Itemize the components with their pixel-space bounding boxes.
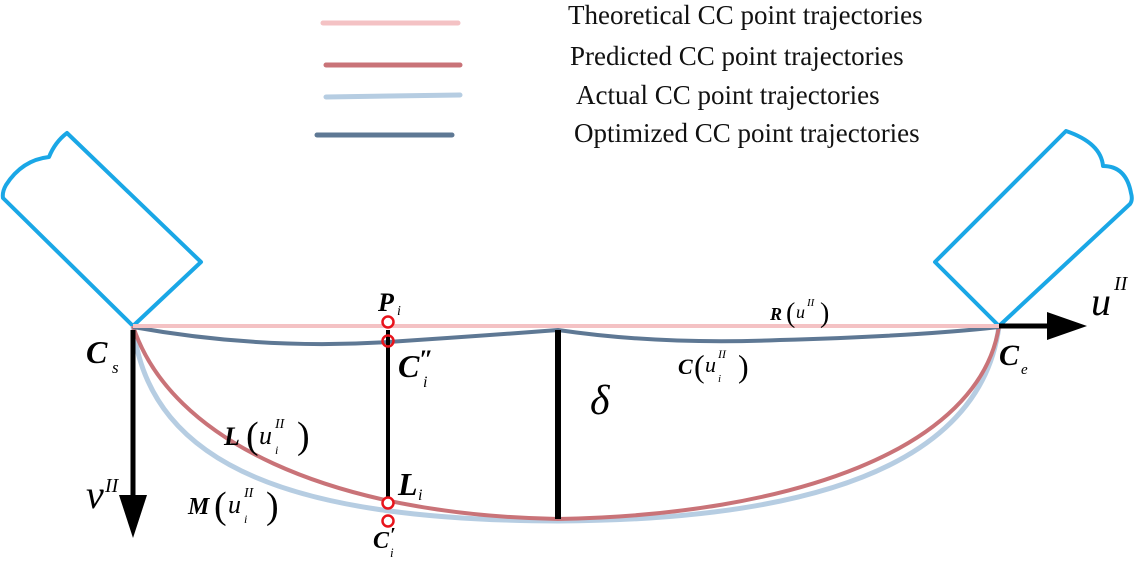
svg-text:u: u	[705, 352, 716, 377]
svg-text:(: (	[694, 348, 705, 384]
svg-text:R: R	[769, 304, 782, 324]
svg-text:C: C	[86, 334, 108, 370]
label-li: L i	[397, 466, 422, 504]
u-axis-arrowhead-icon	[1047, 312, 1087, 340]
svg-text:v: v	[86, 472, 104, 517]
v-axis-arrowhead-icon	[119, 495, 147, 538]
svg-text:C: C	[999, 339, 1020, 372]
label-cs: C s	[86, 334, 119, 377]
legend-label-predicted: Predicted CC point trajectories	[570, 41, 904, 71]
svg-text:′: ′	[390, 524, 396, 546]
tool-left-icon	[0, 131, 203, 328]
svg-text:II: II	[274, 417, 286, 432]
svg-text:II: II	[806, 297, 816, 309]
svg-text:(: (	[214, 485, 227, 527]
label-c-function: C ( u II i )	[678, 347, 749, 385]
tool-right-icon	[933, 129, 1134, 328]
svg-text:): )	[820, 298, 829, 329]
marker-ci-prime	[381, 514, 395, 528]
svg-text:i: i	[397, 304, 401, 319]
legend-label-optimized: Optimized CC point trajectories	[574, 118, 920, 148]
legend-swatch-actual	[323, 92, 463, 100]
svg-text:II: II	[243, 486, 255, 501]
legend-item-predicted: Predicted CC point trajectories	[323, 41, 904, 71]
svg-text:i: i	[390, 545, 394, 560]
legend-label-actual: Actual CC point trajectories	[576, 80, 880, 110]
label-r-function: R ( u II )	[769, 297, 829, 329]
marker-ci-double-prime	[381, 334, 395, 348]
svg-text:s: s	[112, 358, 119, 377]
svg-text:″: ″	[419, 345, 433, 374]
label-delta: δ	[590, 378, 611, 424]
legend-item-theoretical: Theoretical CC point trajectories	[320, 0, 923, 30]
label-ci-double-prime: C ″ i	[398, 345, 433, 391]
svg-text:): )	[297, 415, 310, 457]
svg-text:M: M	[187, 494, 211, 520]
label-v-axis: v II	[86, 472, 120, 517]
label-pi: P i	[377, 288, 401, 319]
svg-text:i: i	[418, 487, 422, 504]
label-m-function: M ( u II i )	[187, 485, 279, 527]
marker-pi	[381, 315, 395, 329]
v-axis	[119, 330, 147, 538]
legend-item-optimized: Optimized CC point trajectories	[314, 118, 920, 148]
label-u-axis: u II	[1091, 273, 1129, 324]
svg-text:C: C	[678, 354, 693, 379]
svg-text:e: e	[1021, 362, 1028, 378]
optimized-trajectory	[132, 325, 1000, 347]
legend-item-actual: Actual CC point trajectories	[323, 80, 880, 110]
svg-text:P: P	[377, 288, 395, 317]
svg-text:u: u	[796, 302, 805, 322]
label-ci-prime: C ′ i	[373, 524, 396, 560]
svg-text:): )	[738, 348, 749, 384]
svg-text:): )	[266, 485, 279, 527]
legend: Theoretical CC point trajectories Predic…	[314, 0, 923, 148]
svg-text:C: C	[398, 348, 420, 384]
svg-text:(: (	[786, 298, 795, 329]
svg-text:i: i	[244, 512, 247, 526]
svg-text:u: u	[1091, 279, 1111, 324]
u-axis	[999, 312, 1087, 340]
label-ce: C e	[999, 339, 1028, 378]
svg-text:i: i	[275, 443, 278, 457]
svg-text:L: L	[223, 422, 240, 451]
svg-text:u: u	[259, 421, 272, 450]
marker-li	[381, 496, 395, 510]
svg-text:II: II	[717, 347, 727, 361]
svg-text:i: i	[423, 374, 427, 391]
label-l-function: L ( u II i )	[223, 415, 310, 457]
svg-text:(: (	[246, 415, 259, 457]
svg-text:II: II	[1113, 273, 1129, 295]
svg-text:C: C	[373, 528, 390, 554]
svg-text:L: L	[397, 466, 418, 502]
svg-text:i: i	[718, 373, 721, 385]
svg-text:II: II	[104, 475, 120, 497]
legend-label-theoretical: Theoretical CC point trajectories	[568, 0, 923, 30]
svg-text:u: u	[228, 490, 241, 519]
